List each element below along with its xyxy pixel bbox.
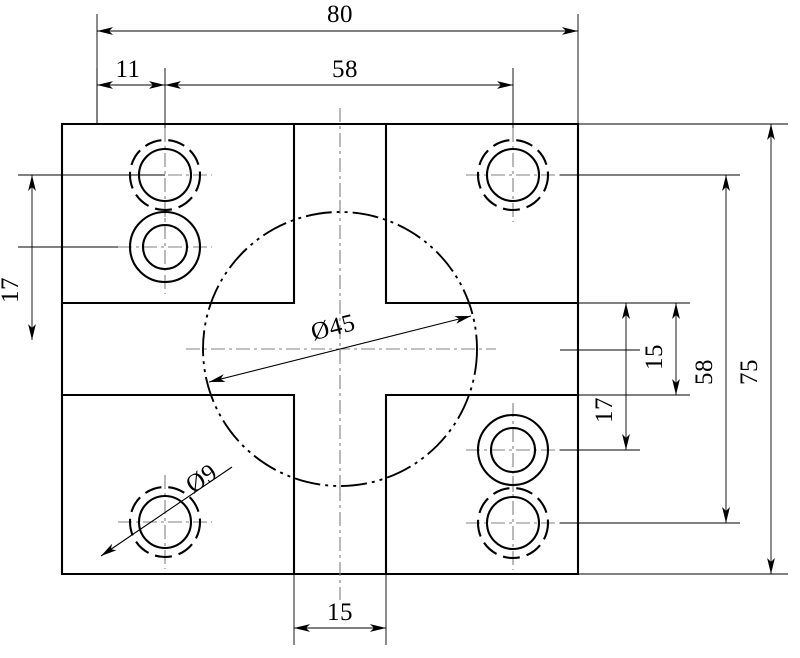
dimension-edge-offset-11: 11: [96, 56, 165, 124]
centerlines-group: [118, 108, 560, 600]
hole-bottom-left: [137, 494, 193, 550]
dimension-label-bottom-15: 15: [327, 599, 353, 626]
dimension-label-58-top: 58: [332, 56, 358, 83]
hole-top-right: [485, 147, 541, 203]
dimension-label-11: 11: [115, 56, 140, 83]
hole-top-left-lower: [141, 223, 189, 271]
counterbore-bottom-left: [128, 485, 202, 559]
dimension-left-hole-spacing-17: 17: [0, 174, 165, 340]
counterbore-bottom-right-lower: [476, 486, 550, 560]
dimension-overall-width-80: 80: [96, 1, 579, 124]
dimension-label-left-17: 17: [0, 277, 24, 303]
dimension-overall-height-75: 75: [578, 123, 788, 575]
counterbore-top-right: [476, 138, 550, 212]
hole-bottom-right-lower: [485, 495, 541, 551]
dimension-label-right-15: 15: [641, 344, 668, 370]
dimension-hole-dia9: Ø9: [100, 459, 233, 557]
part-outline-bottom-right-quadrant: [384, 393, 580, 576]
dimension-label-right-58: 58: [691, 359, 718, 385]
hole-bottom-right-upper: [489, 426, 537, 474]
part-outline-bottom-left-quadrant: [60, 393, 296, 576]
dimension-right-hole-spacing-17: 17: [560, 303, 640, 451]
part-outline: [60, 122, 296, 305]
dimension-label-dia9: Ø9: [181, 459, 222, 499]
dimension-label-right-17: 17: [591, 397, 618, 423]
hole-top-left-lower-outer: [128, 210, 202, 284]
dimension-label-75: 75: [736, 359, 763, 385]
dimline-dia45: [208, 315, 472, 383]
dimension-label-80: 80: [327, 1, 353, 28]
dimension-hole-pitch-58: 58: [164, 56, 514, 128]
dimension-right-hole-pitch-58: 58: [560, 174, 740, 524]
leader-dia9: [100, 466, 233, 557]
dimension-right-slot-offset-15: 15: [578, 302, 690, 396]
dimension-label-dia45: Ø45: [308, 309, 358, 346]
dimension-slot-width-15: 15: [293, 574, 387, 645]
hole-bottom-right-upper-outer: [476, 413, 550, 487]
part-outline-top-right-quadrant: [384, 122, 580, 305]
center-bore-phantom-circle: [202, 211, 478, 487]
